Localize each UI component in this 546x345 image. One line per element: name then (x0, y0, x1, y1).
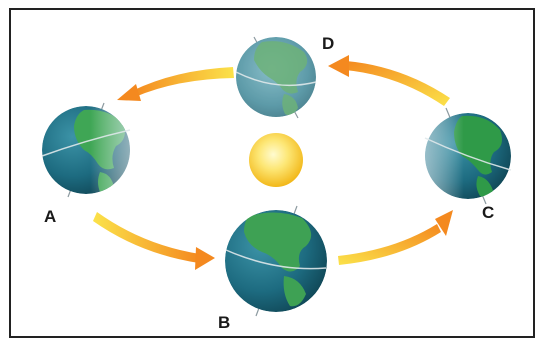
earth-globe-icon-a (41, 102, 131, 198)
label-position-d: D (322, 34, 334, 53)
earth-globe-icon-d (235, 36, 317, 119)
label-position-c: C (482, 203, 494, 222)
earth-globe-icon-c (424, 107, 512, 205)
label-position-b: B (218, 313, 230, 332)
earth-globe-icon-b (225, 205, 327, 317)
sun-icon (249, 133, 303, 187)
orbit-arrow-b-to-c (338, 210, 453, 265)
label-position-a: A (44, 207, 56, 226)
orbit-arrow-a-to-b (93, 212, 215, 270)
orbit-arrow-d-to-a (117, 67, 234, 101)
orbit-arrow-c-to-d (328, 55, 450, 106)
